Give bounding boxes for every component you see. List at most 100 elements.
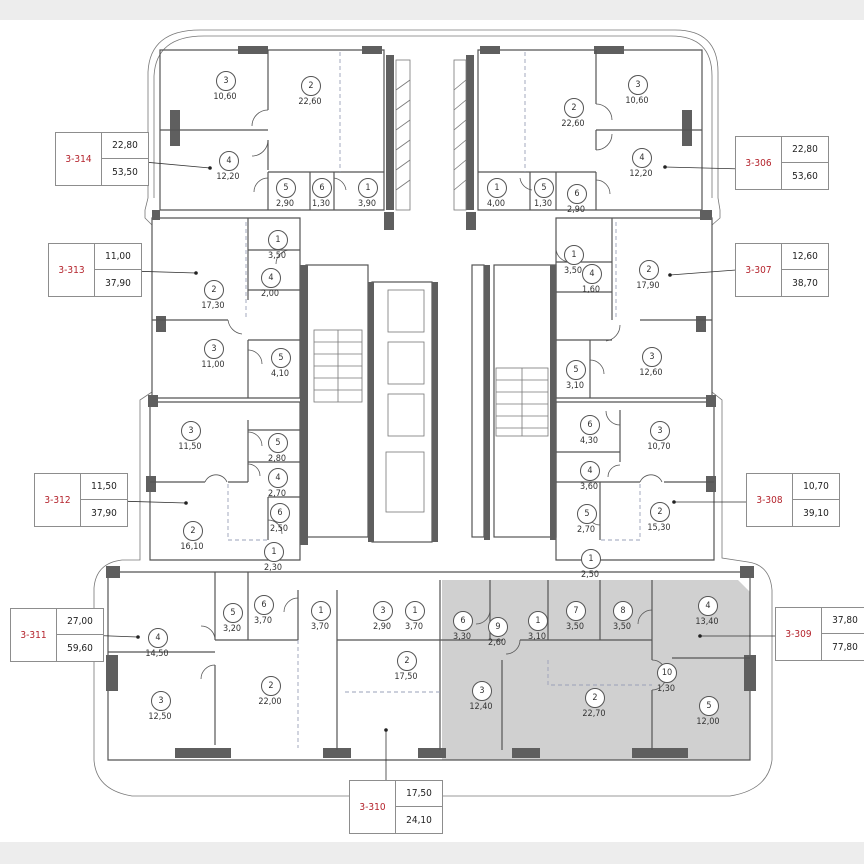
room-number-badge: 2 [261,676,281,696]
living-area-value: 22,80 [782,137,828,163]
room-number-badge: 2 [650,502,670,522]
room-number-badge: 9 [488,617,508,637]
apartment-id: 3-312 [35,474,81,526]
room-area-label: 2,00 [260,289,280,299]
apartment-id: 3-310 [350,781,396,833]
room-number-badge: 4 [219,151,239,171]
room-area-label: 2,70 [576,525,596,535]
room-area-label: 2,90 [372,622,392,632]
room-number-badge: 1 [311,601,331,621]
room-number-badge: 4 [698,596,718,616]
room-number-badge: 8 [613,601,633,621]
room-area-label: 4,30 [579,436,599,446]
room-area-label: 22,00 [258,697,282,707]
room-area-label: 1,60 [581,285,601,295]
room-area-label: 10,70 [647,442,671,452]
room-number-badge: 1 [268,230,288,250]
room-number-badge: 1 [405,601,425,621]
living-area-value: 17,50 [396,781,442,807]
room-number-badge: 3 [650,421,670,441]
room-area-label: 3,60 [579,482,599,492]
room-area-label: 12,20 [629,169,653,179]
room-number-badge: 6 [270,503,290,523]
room-area-label: 2,50 [269,524,289,534]
total-area-value: 39,10 [803,507,829,519]
total-area-value: 37,90 [91,507,117,519]
room-number-badge: 2 [301,76,321,96]
total-area-value: 53,50 [112,166,138,178]
room-number-badge: 4 [582,264,602,284]
room-number-badge: 5 [271,348,291,368]
room-number-badge: 2 [564,98,584,118]
room-area-label: 17,90 [636,281,660,291]
room-number-badge: 1 [564,245,584,265]
room-area-label: 3,30 [452,632,472,642]
room-number-badge: 2 [183,521,203,541]
room-number-badge: 1 [528,611,548,631]
room-area-label: 22,60 [561,119,585,129]
room-area-label: 10,60 [213,92,237,102]
room-number-badge: 2 [639,260,659,280]
room-area-label: 12,40 [469,702,493,712]
living-area-value: 11,50 [81,474,127,500]
room-number-badge: 5 [699,696,719,716]
room-number-badge: 3 [151,691,171,711]
room-area-label: 3,70 [253,616,273,626]
room-number-badge: 5 [534,178,554,198]
room-number-badge: 5 [566,360,586,380]
room-number-badge: 2 [397,651,417,671]
room-area-label: 13,40 [695,617,719,627]
room-number-badge: 3 [216,71,236,91]
room-number-badge: 4 [268,468,288,488]
room-area-label: 17,50 [394,672,418,682]
room-number-badge: 10 [657,663,677,683]
total-area-value: 59,60 [67,642,93,654]
apartment-id: 3-308 [747,474,793,526]
room-number-badge: 6 [567,184,587,204]
living-area-value: 11,00 [95,244,141,270]
room-area-label: 17,30 [201,301,225,311]
room-area-label: 3,70 [404,622,424,632]
total-area-value: 77,80 [832,641,858,653]
floor-plan-drawing [55,29,785,797]
room-number-badge: 1 [487,178,507,198]
room-area-label: 3,20 [222,624,242,634]
room-area-label: 16,10 [180,542,204,552]
total-area-value: 24,10 [406,814,432,826]
apartment-id: 3-309 [776,608,822,660]
living-area-value: 22,80 [102,133,148,159]
room-number-badge: 6 [312,178,332,198]
room-number-badge: 1 [264,542,284,562]
room-number-badge: 3 [628,75,648,95]
room-area-label: 12,20 [216,172,240,182]
room-area-label: 12,60 [639,368,663,378]
room-number-badge: 3 [642,347,662,367]
room-number-badge: 3 [472,681,492,701]
room-number-badge: 5 [577,504,597,524]
living-area-value: 37,80 [822,608,864,634]
room-area-label: 22,60 [298,97,322,107]
room-area-label: 2,50 [580,570,600,580]
room-area-label: 2,80 [267,454,287,464]
total-area-value: 53,60 [792,170,818,182]
room-area-label: 14,50 [145,649,169,659]
total-area-value: 37,90 [105,277,131,289]
room-area-label: 11,00 [201,360,225,370]
room-area-label: 2,70 [267,489,287,499]
room-area-label: 12,00 [696,717,720,727]
room-area-label: 2,30 [263,563,283,573]
room-area-label: 11,50 [178,442,202,452]
apartment-3-309-highlight[interactable] [442,580,750,760]
room-area-label: 3,10 [565,381,585,391]
apartment-id: 3-306 [736,137,782,189]
room-area-label: 2,90 [275,199,295,209]
